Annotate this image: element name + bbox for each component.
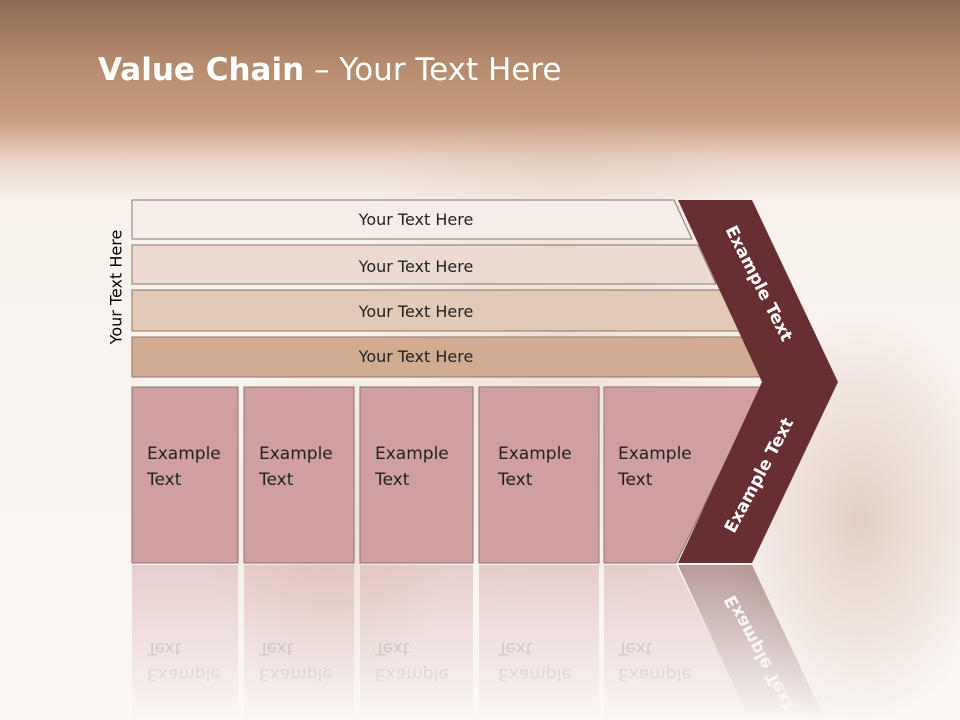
svg-text:Text: Text xyxy=(146,638,182,658)
svg-text:Text: Text xyxy=(497,638,533,658)
svg-text:Text: Text xyxy=(258,638,294,658)
bar-2 xyxy=(131,244,717,285)
title-bold: Value Chain xyxy=(98,52,305,88)
slide-title: Value Chain – Your Text Here xyxy=(98,52,561,88)
svg-text:Example: Example xyxy=(375,664,449,684)
svg-text:Example: Example xyxy=(259,664,333,684)
title-rest: – Your Text Here xyxy=(304,52,562,88)
diagram-reflection: Example Text Example Text Example Text E… xyxy=(132,565,826,720)
box-4-line1: Example xyxy=(498,444,572,464)
box-1 xyxy=(131,386,239,564)
bar-2-label: Your Text Here xyxy=(358,257,474,276)
box-5 xyxy=(603,386,763,564)
box-4 xyxy=(478,386,600,564)
svg-text:Example: Example xyxy=(618,664,692,684)
box-4-line2: Text xyxy=(497,470,533,490)
bar-3-label: Your Text Here xyxy=(358,302,474,321)
bar-1-label: Your Text Here xyxy=(358,210,474,229)
svg-text:Text: Text xyxy=(374,638,410,658)
box-2-line1: Example xyxy=(259,444,333,464)
box-2-line2: Text xyxy=(258,470,294,490)
box-3-line1: Example xyxy=(375,444,449,464)
bar-1 xyxy=(131,199,693,240)
svg-text:Example: Example xyxy=(498,664,572,684)
bar-4-label: Your Text Here xyxy=(358,347,474,366)
box-2 xyxy=(243,386,355,564)
box-3-line2: Text xyxy=(374,470,410,490)
box-5-line2: Text xyxy=(617,470,653,490)
box-1-line2: Text xyxy=(146,470,182,490)
chevron-arrow xyxy=(678,200,838,563)
box-5-line1: Example xyxy=(618,444,692,464)
box-3 xyxy=(359,386,474,564)
box-1-line1: Example xyxy=(147,444,221,464)
svg-text:Text: Text xyxy=(617,638,653,658)
svg-text:Example: Example xyxy=(147,664,221,684)
